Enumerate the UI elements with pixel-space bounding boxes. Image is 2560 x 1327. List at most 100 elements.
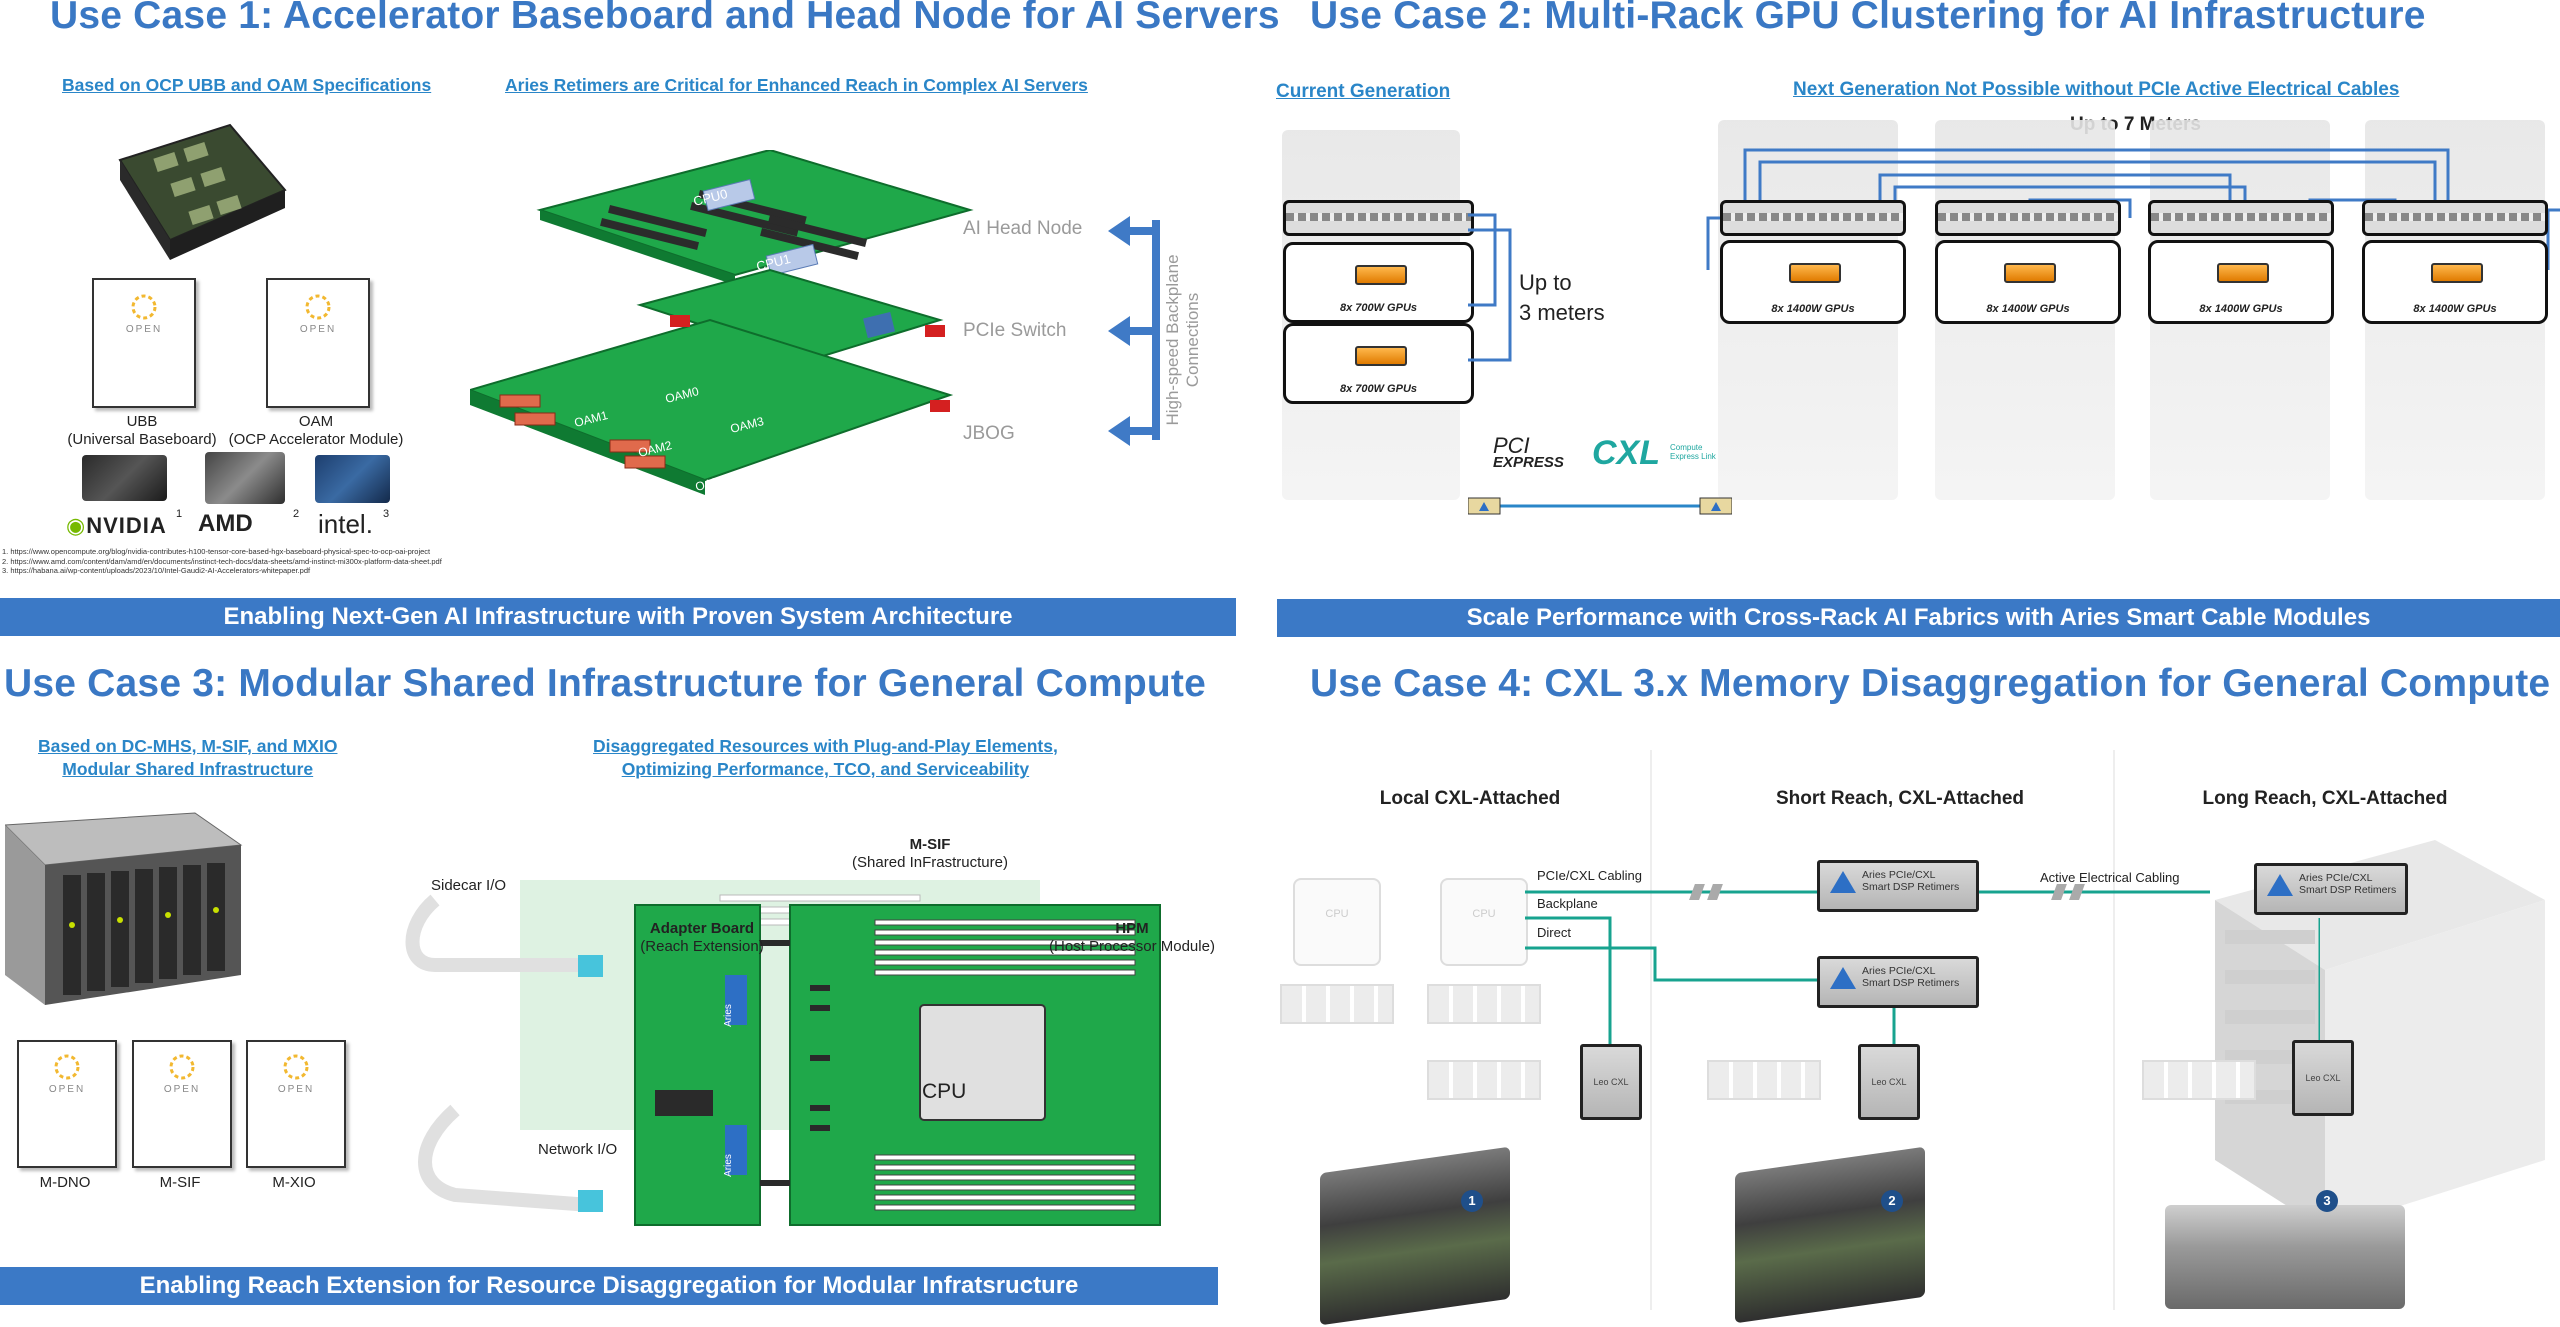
column-divider bbox=[1650, 750, 1652, 1310]
smart-cable-module bbox=[1468, 497, 1732, 515]
adapter-board-label: Adapter Board(Reach Extension) bbox=[640, 920, 764, 955]
gpu-chip-icon bbox=[2431, 263, 2483, 283]
amd-accelerator-photo bbox=[205, 452, 285, 504]
cpu-ghost: CPU bbox=[1440, 878, 1528, 966]
link-label-active-cabling: Active Electrical Cabling bbox=[2040, 870, 2180, 885]
column-divider bbox=[2113, 750, 2115, 1310]
gpu-chip-icon bbox=[2004, 263, 2056, 283]
gpu-tray-next: 8x 1400W GPUs bbox=[1935, 240, 2121, 324]
leo-cxl-controller: Leo CXL bbox=[1858, 1044, 1920, 1120]
doc-label-m-sif: M-SIF bbox=[159, 1174, 201, 1191]
column-header-local: Local CXL-Attached bbox=[1379, 788, 1561, 809]
pcie-switch-tray bbox=[1283, 200, 1474, 236]
oam-grid: OAM1 OAM0 OAM2 OAM3 OAM5 OAM4 OAM6 OAM7 bbox=[520, 384, 890, 540]
leo-cxl-controller: Leo CXL bbox=[2292, 1040, 2354, 1116]
uc1-subtitle-left[interactable]: Based on OCP UBB and OAM Specifications bbox=[62, 75, 432, 95]
doc-label-m-dno: M-DNO bbox=[39, 1174, 91, 1191]
intel-accelerator-photo bbox=[315, 455, 390, 503]
dimm-ghost bbox=[2142, 1060, 2256, 1100]
cable-3m bbox=[1468, 213, 1512, 362]
uc2-subtitle-left[interactable]: Current Generation bbox=[1276, 81, 1451, 102]
layer-label-jbog: JBOG bbox=[963, 423, 1015, 444]
link-label-direct: Direct bbox=[1537, 925, 1571, 940]
gpu-chip-icon bbox=[1789, 263, 1841, 283]
amd-logo: AMD bbox=[198, 510, 253, 537]
m-xio-spec-document: OPEN bbox=[246, 1040, 346, 1168]
oam-label: OAM bbox=[298, 413, 334, 430]
dimm-ghost bbox=[1427, 984, 1541, 1024]
footnote[interactable]: 3. https://habana.ai/wp-content/uploads/… bbox=[2, 566, 311, 575]
doc-label-m-xio: M-XIO bbox=[272, 1174, 316, 1191]
gpu-tray-current: 8x 700W GPUs bbox=[1283, 242, 1474, 323]
gpu-tray-label: 8x 1400W GPUs bbox=[2413, 303, 2497, 315]
gpu-tray-label: 8x 700W GPUs bbox=[1339, 383, 1418, 395]
pcie-switch-tray bbox=[1720, 200, 1906, 236]
nvidia-logo: ◉NVIDIA bbox=[66, 513, 167, 538]
gpu-tray-label: 8x 1400W GPUs bbox=[1771, 303, 1855, 315]
gpu-tray-current: 8x 700W GPUs bbox=[1283, 323, 1474, 404]
doc-brand: OPEN bbox=[48, 1084, 86, 1095]
ubb-label: UBB bbox=[126, 413, 158, 430]
oam-label: OAM2 bbox=[636, 438, 674, 460]
oam-label-long: (OCP Accelerator Module) bbox=[228, 431, 404, 448]
uc1-banner: Enabling Next-Gen AI Infrastructure with… bbox=[0, 598, 1236, 636]
uc2-subtitle-right[interactable]: Next Generation Not Possible without PCI… bbox=[1793, 79, 2400, 100]
server-local-photo bbox=[1320, 1146, 1510, 1326]
oam-spec-document: OPEN bbox=[266, 278, 370, 408]
ocp-logo-icon bbox=[131, 294, 157, 320]
aries-logo-icon bbox=[1830, 967, 1856, 989]
gpu-tray-next: 8x 1400W GPUs bbox=[2362, 240, 2548, 324]
vendor-ref-3: 3 bbox=[383, 508, 390, 520]
column-header-short-reach: Short Reach, CXL-Attached bbox=[1775, 788, 2025, 809]
uc1-footnotes: 1. https://www.opencompute.org/blog/nvid… bbox=[2, 547, 442, 576]
ubb-label-long: (Universal Baseboard) bbox=[67, 431, 217, 448]
gpu-tray-label: 8x 700W GPUs bbox=[1339, 302, 1418, 314]
ubb-board-photo bbox=[118, 123, 287, 260]
aries-logo-icon bbox=[2267, 874, 2293, 896]
modular-infrastructure-diagram bbox=[405, 880, 1161, 1226]
m-dno-spec-document: OPEN bbox=[17, 1040, 117, 1168]
gpu-chip-icon bbox=[1354, 265, 1407, 285]
gpu-tray-next: 8x 1400W GPUs bbox=[2148, 240, 2334, 324]
doc-brand: OPEN bbox=[125, 324, 163, 335]
rack-long-reach bbox=[2215, 840, 2545, 1230]
uc3-subtitle-right[interactable]: Disaggregated Resources with Plug-and-Pl… bbox=[593, 736, 1058, 779]
doc-brand: OPEN bbox=[299, 324, 337, 335]
gpu-tray-label: 8x 1400W GPUs bbox=[1986, 303, 2070, 315]
dimm-ghost bbox=[1707, 1060, 1821, 1100]
dimm-ghost bbox=[1427, 1060, 1541, 1100]
ocp-logo-icon bbox=[283, 1054, 309, 1080]
aries-logo-icon bbox=[1830, 871, 1856, 893]
hpm-label: HPM(Host Processor Module) bbox=[1049, 920, 1215, 955]
ocp-logo-icon bbox=[305, 294, 331, 320]
pcie-switch-tray bbox=[2362, 200, 2548, 236]
cpu-ghost: CPU bbox=[1293, 878, 1381, 966]
pcie-logo: PCI EXPRESS bbox=[1493, 433, 1564, 472]
leo-cxl-controller: Leo CXL bbox=[1580, 1044, 1642, 1120]
backplane-bracket-arrows bbox=[1108, 216, 1160, 446]
ocp-logo-icon bbox=[169, 1054, 195, 1080]
cxl-logo: CXL bbox=[1592, 434, 1660, 472]
footnote[interactable]: 2. https://www.amd.com/content/dam/amd/e… bbox=[2, 556, 442, 566]
footnote[interactable]: 1. https://www.opencompute.org/blog/nvid… bbox=[2, 547, 431, 556]
gpu-chip-icon bbox=[2217, 263, 2269, 283]
uc3-banner: Enabling Reach Extension for Resource Di… bbox=[0, 1267, 1218, 1305]
pcie-switch-tray bbox=[2148, 200, 2334, 236]
uc2-title: Use Case 2: Multi-Rack GPU Clustering fo… bbox=[1310, 0, 2426, 37]
aries-chip-label: Aries bbox=[722, 1154, 734, 1177]
oam-label: OAM1 bbox=[572, 408, 610, 430]
step-badge-3: 3 bbox=[2316, 1190, 2338, 1212]
link-label-cabling: PCIe/CXL Cabling bbox=[1537, 868, 1643, 883]
nvidia-accelerator-photo bbox=[82, 455, 167, 501]
cpu-label: CPU bbox=[922, 1080, 967, 1103]
m-sif-label: M-SIF(Shared InFrastructure) bbox=[852, 836, 1008, 871]
layer-label-pcie-switch: PCIe Switch bbox=[963, 320, 1067, 341]
uc1-subtitle-right[interactable]: Aries Retimers are Critical for Enhanced… bbox=[505, 75, 1088, 95]
intel-logo: intel. bbox=[318, 509, 373, 539]
pcie-switch-tray bbox=[1935, 200, 2121, 236]
